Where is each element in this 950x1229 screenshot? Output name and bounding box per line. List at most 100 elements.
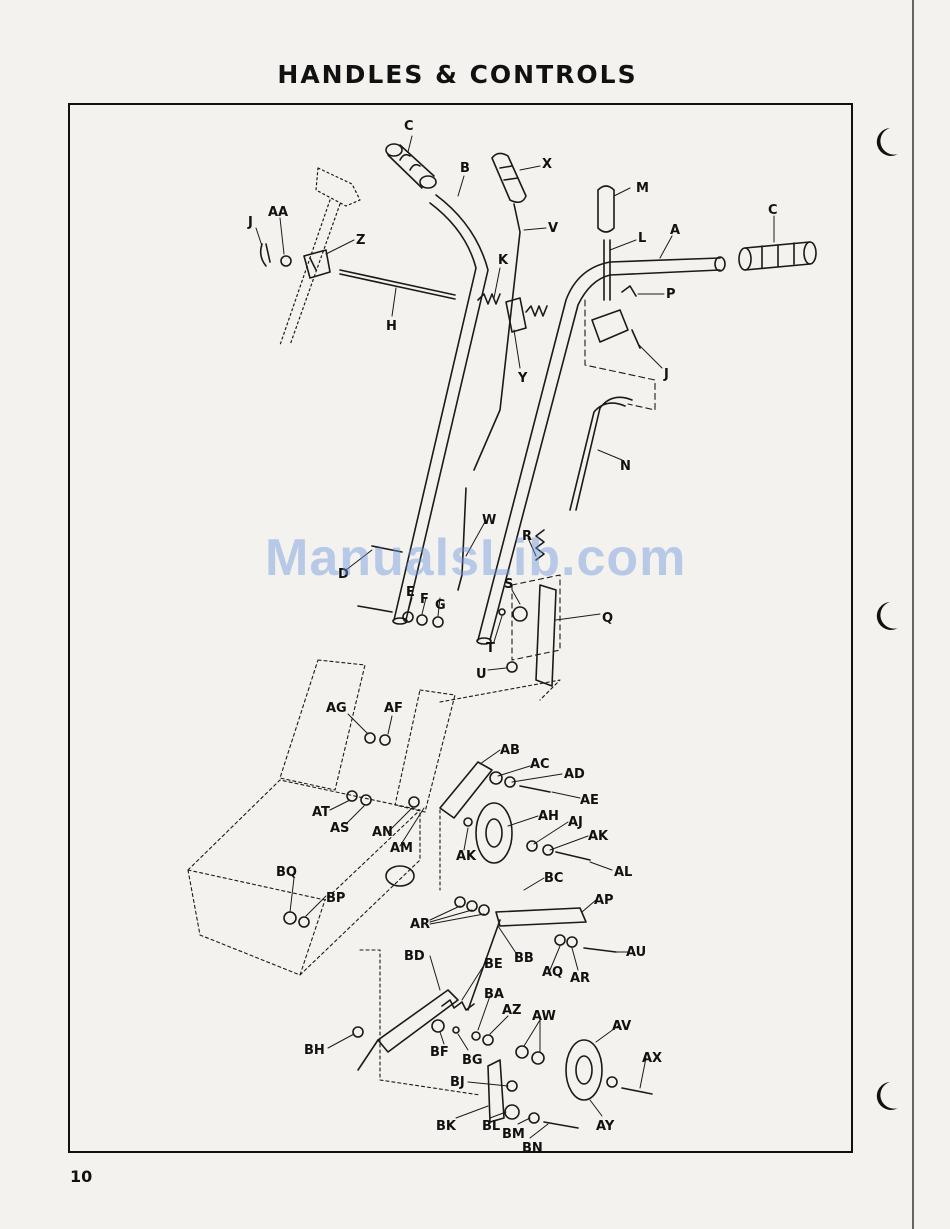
label-ba: BA bbox=[484, 987, 504, 1002]
label-q: Q bbox=[602, 611, 613, 626]
washer-f bbox=[417, 615, 427, 625]
washer-ar-2 bbox=[467, 901, 477, 911]
label-j-left: J bbox=[247, 215, 253, 230]
rod-v bbox=[474, 204, 520, 470]
label-n: N bbox=[620, 459, 631, 474]
nut-g bbox=[433, 617, 443, 627]
bolt-au bbox=[584, 948, 616, 952]
bolt-ae bbox=[520, 786, 550, 792]
pulley-ah-hub bbox=[486, 819, 502, 847]
washer-aq bbox=[555, 935, 565, 945]
washer-as bbox=[361, 795, 371, 805]
hairpin-clip-j-left bbox=[261, 244, 270, 266]
grip-c-right bbox=[739, 242, 816, 270]
washer-ar-4 bbox=[567, 937, 577, 947]
label-bq: BQ bbox=[276, 865, 297, 880]
bolt-d-lower bbox=[358, 606, 392, 612]
label-az: AZ bbox=[502, 1003, 522, 1018]
label-t: T bbox=[486, 641, 495, 656]
watermark: ManualsLib.com bbox=[265, 528, 686, 588]
label-bg: BG bbox=[462, 1053, 483, 1068]
rod-n bbox=[570, 397, 632, 510]
label-ay: AY bbox=[596, 1119, 615, 1134]
dashed-callout bbox=[585, 300, 655, 410]
label-bk: BK bbox=[436, 1119, 457, 1134]
washer-aa bbox=[281, 256, 291, 266]
label-ar-right: AR bbox=[570, 971, 590, 986]
nut-u bbox=[507, 662, 517, 672]
ghost-handle-outline bbox=[280, 168, 360, 345]
label-af: AF bbox=[384, 701, 403, 716]
housing-outline bbox=[188, 660, 560, 1095]
washer-ar-3 bbox=[479, 905, 489, 915]
label-bh: BH bbox=[304, 1043, 325, 1058]
nut-bh bbox=[353, 1027, 363, 1037]
label-av: AV bbox=[612, 1019, 631, 1034]
pin-p bbox=[622, 286, 636, 296]
nut-bq bbox=[284, 912, 296, 924]
screw-bg bbox=[453, 1027, 459, 1033]
washer-bp bbox=[299, 917, 309, 927]
bracket-bk bbox=[488, 1060, 504, 1122]
label-p: P bbox=[666, 287, 676, 302]
pulley-ah bbox=[476, 803, 512, 863]
washer-ak-left bbox=[464, 818, 472, 826]
label-ax: AX bbox=[642, 1051, 662, 1066]
spacer-s bbox=[513, 607, 527, 621]
lever-block bbox=[592, 310, 628, 342]
label-au: AU bbox=[626, 945, 646, 960]
nut-ag bbox=[365, 733, 375, 743]
bushing-ac bbox=[490, 772, 502, 784]
label-m: M bbox=[636, 181, 649, 196]
label-ak-left: AK bbox=[456, 849, 477, 864]
hub-am bbox=[386, 866, 414, 886]
label-w: W bbox=[482, 513, 496, 528]
label-z: Z bbox=[356, 233, 365, 248]
label-c-top: C bbox=[404, 119, 414, 134]
label-at: AT bbox=[312, 805, 330, 820]
label-l: L bbox=[638, 231, 646, 246]
lever-l bbox=[604, 240, 610, 300]
label-bj: BJ bbox=[450, 1075, 465, 1090]
leader-lines bbox=[256, 136, 774, 1138]
washer-af bbox=[380, 735, 390, 745]
label-x: X bbox=[542, 157, 552, 172]
label-a: A bbox=[670, 223, 680, 238]
label-g: G bbox=[435, 598, 446, 613]
label-bf: BF bbox=[430, 1045, 449, 1060]
binder-hole-bottom-icon bbox=[877, 1082, 898, 1110]
label-aj: AJ bbox=[568, 815, 583, 830]
label-am: AM bbox=[390, 841, 413, 856]
label-ak-right: AK bbox=[588, 829, 609, 844]
spacer-aw-1 bbox=[516, 1046, 528, 1058]
page-number: 10 bbox=[70, 1167, 92, 1186]
label-ab: AB bbox=[500, 743, 520, 758]
label-y: Y bbox=[517, 371, 528, 386]
bolt-bn bbox=[544, 1122, 578, 1128]
label-u: U bbox=[476, 667, 487, 682]
bolt-al bbox=[556, 852, 590, 860]
label-ah: AH bbox=[538, 809, 559, 824]
spring-y-right bbox=[526, 306, 547, 316]
label-ap: AP bbox=[594, 893, 614, 908]
label-ad: AD bbox=[564, 767, 585, 782]
washer-ak-right bbox=[543, 845, 553, 855]
bushing-bf bbox=[432, 1020, 444, 1032]
label-as: AS bbox=[330, 821, 349, 836]
label-ae: AE bbox=[580, 793, 599, 808]
label-be: BE bbox=[484, 957, 503, 972]
label-bn: BN bbox=[522, 1141, 543, 1156]
bolt-ax bbox=[622, 1088, 652, 1094]
label-an: AN bbox=[372, 825, 393, 840]
washer-az bbox=[483, 1035, 493, 1045]
label-bb: BB bbox=[514, 951, 534, 966]
plate-q bbox=[536, 585, 556, 686]
nut-an bbox=[409, 797, 419, 807]
label-bc: BC bbox=[544, 871, 563, 886]
label-v: V bbox=[548, 221, 558, 236]
label-c-right: C bbox=[768, 203, 778, 218]
binder-hole-top-icon bbox=[877, 128, 898, 156]
label-bd: BD bbox=[404, 949, 425, 964]
part-labels: C B X M C J AA Z V L A K P H Y J N W R D… bbox=[247, 119, 778, 1156]
